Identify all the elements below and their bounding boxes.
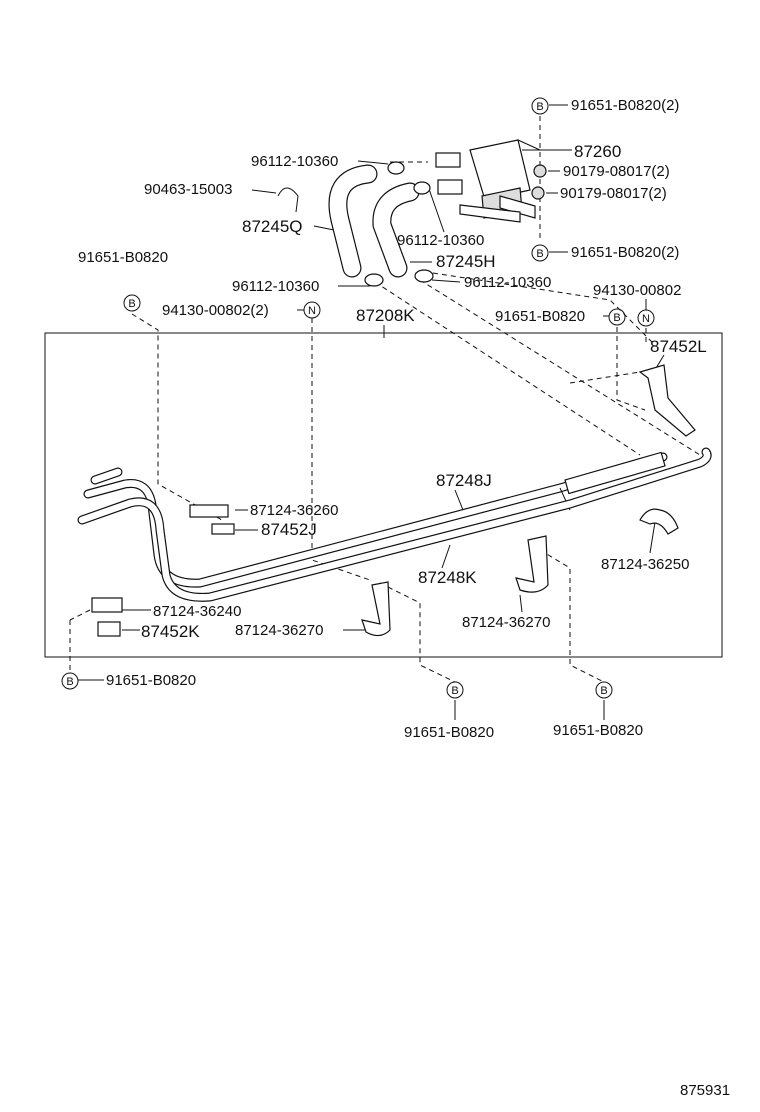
label-87124-36270-right: 87124-36270 (462, 614, 550, 631)
label-clamp-d: 96112-10360 (464, 274, 551, 291)
svg-text:B: B (600, 685, 607, 697)
label-bolt-left: 91651-B0820 (78, 249, 168, 266)
label-bolt-bottom-left: 91651-B0820 (106, 672, 196, 689)
label-bolt-bottom-right: 91651-B0820 (553, 722, 643, 739)
label-87245q: 87245Q (242, 217, 303, 236)
svg-text:B: B (128, 298, 135, 310)
label-87260: 87260 (574, 142, 621, 161)
label-94130-right: 94130-00802 (593, 282, 681, 299)
label-bolt-right-mid: 91651-B0820 (495, 308, 585, 325)
bolt-symbol-bottom-right: B (595, 681, 613, 699)
pipe-87248j (83, 452, 668, 588)
label-87248k: 87248K (418, 568, 477, 587)
svg-text:B: B (536, 101, 543, 113)
bracket-87452l (638, 364, 696, 437)
label-87245h: 87245H (436, 252, 496, 271)
svg-text:B: B (613, 312, 620, 324)
label-bolt-below-valve: 91651-B0820(2) (571, 244, 679, 261)
svg-text:N: N (308, 305, 316, 317)
bolt-symbol-bottom-left: B (61, 672, 79, 690)
label-87124-36240: 87124-36240 (153, 603, 241, 620)
clamp-87124-36270-right-shape (515, 535, 549, 593)
pipe-87248k (77, 447, 712, 602)
bolt-symbol-left: B (123, 294, 141, 312)
label-87124-36260: 87124-36260 (250, 502, 338, 519)
pipe-end-top (90, 467, 123, 485)
bolt-symbol-right-mid: B (608, 308, 626, 326)
label-94130-left: 94130-00802(2) (162, 302, 269, 319)
bolt-symbol-below-valve: B (531, 244, 549, 262)
label-clip-90463: 90463-15003 (144, 181, 232, 198)
label-87124-36250: 87124-36250 (601, 556, 689, 573)
label-bolt-top-valve: 91651-B0820(2) (571, 97, 679, 114)
svg-text:N: N (642, 313, 650, 325)
hose-87245q (328, 164, 378, 278)
hose-clamp-d (414, 269, 434, 283)
nut-symbol-right: N (637, 309, 655, 327)
label-87248j: 87248J (436, 471, 492, 490)
nut-symbol-left: N (303, 301, 321, 319)
pipe-sleeve (564, 451, 666, 495)
nut-icon-1 (533, 164, 547, 178)
label-87124-36270-left: 87124-36270 (235, 622, 323, 639)
svg-text:B: B (66, 676, 73, 688)
figure-number: 875931 (680, 1082, 730, 1099)
svg-text:B: B (451, 685, 458, 697)
bolt-symbol-bottom-mid: B (446, 681, 464, 699)
label-87452l: 87452L (650, 337, 707, 356)
hose-clamp-b (413, 181, 431, 195)
hose-87245h (372, 182, 420, 278)
label-87452j: 87452J (261, 520, 317, 539)
label-87208k: 87208K (356, 306, 415, 325)
clamp-87124-36270-left-shape (361, 581, 391, 637)
label-bolt-bottom-mid: 91651-B0820 (404, 724, 494, 741)
label-nut-1: 90179-08017(2) (563, 163, 670, 180)
hose-clamp-a (387, 161, 405, 175)
clamp-87124-36260-shape (189, 504, 235, 535)
nut-icon-2 (531, 186, 545, 200)
clamp-87124-36240-shape (91, 597, 123, 637)
hose-clamp-c (364, 273, 384, 287)
label-clamp-a: 96112-10360 (251, 153, 338, 170)
label-87452k: 87452K (141, 622, 200, 641)
clamp-87124-36250-shape (639, 508, 679, 535)
clip-90463 (277, 187, 299, 213)
label-clamp-c: 96112-10360 (232, 278, 319, 295)
bolt-symbol-top: B (531, 97, 549, 115)
label-clamp-b: 96112-10360 (397, 232, 484, 249)
label-nut-2: 90179-08017(2) (560, 185, 667, 202)
dashed-leaders (69, 116, 701, 683)
svg-text:B: B (536, 248, 543, 260)
valve-87260 (435, 139, 541, 223)
part-labels: 91651-B0820(2) 87260 90179-08017(2) 9017… (78, 97, 730, 1099)
